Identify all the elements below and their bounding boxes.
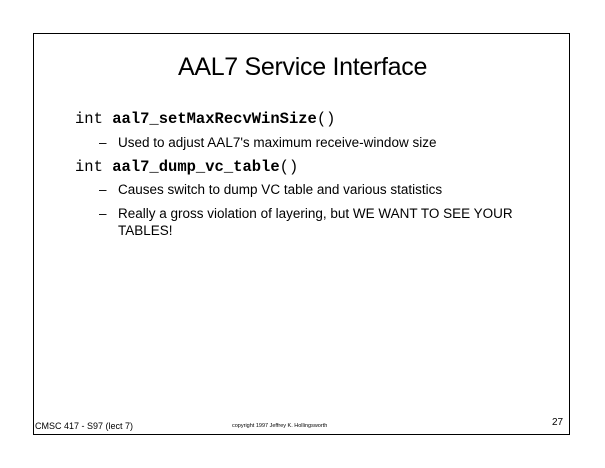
footer-course-label: CMSC 417 - S97 (lect 7) [35, 421, 134, 431]
function-name: aal7_dump_vc_table [112, 158, 280, 176]
function-name: aal7_setMaxRecvWinSize [112, 110, 317, 128]
sub-bullet-text: Really a gross violation of layering, bu… [118, 206, 513, 238]
page-number: 27 [552, 417, 564, 428]
return-type-keyword: int [75, 110, 103, 128]
slide-frame [33, 33, 570, 435]
dash-bullet-icon: – [99, 206, 107, 221]
function-parens: () [316, 110, 336, 128]
return-type-keyword: int [75, 158, 103, 176]
api-function-dump-vc-table: int aal7_dump_vc_table() [75, 157, 298, 177]
footer-copyright: copyright 1997 Jeffrey K. Hollingsworth [232, 423, 328, 429]
slide-title: AAL7 Service Interface [177, 53, 428, 81]
sub-bullet-text: Causes switch to dump VC table and vario… [118, 182, 443, 197]
sub-bullet-text: Used to adjust AAL7's maximum receive-wi… [118, 135, 437, 150]
sub-bullet: – Causes switch to dump VC table and var… [99, 181, 539, 198]
api-function-set-max-recv-win-size: int aal7_setMaxRecvWinSize() [75, 109, 335, 129]
sub-bullet: – Really a gross violation of layering, … [99, 205, 519, 239]
dash-bullet-icon: – [99, 182, 107, 197]
function-parens: () [279, 158, 299, 176]
sub-bullet: – Used to adjust AAL7's maximum receive-… [99, 134, 539, 151]
dash-bullet-icon: – [99, 135, 107, 150]
